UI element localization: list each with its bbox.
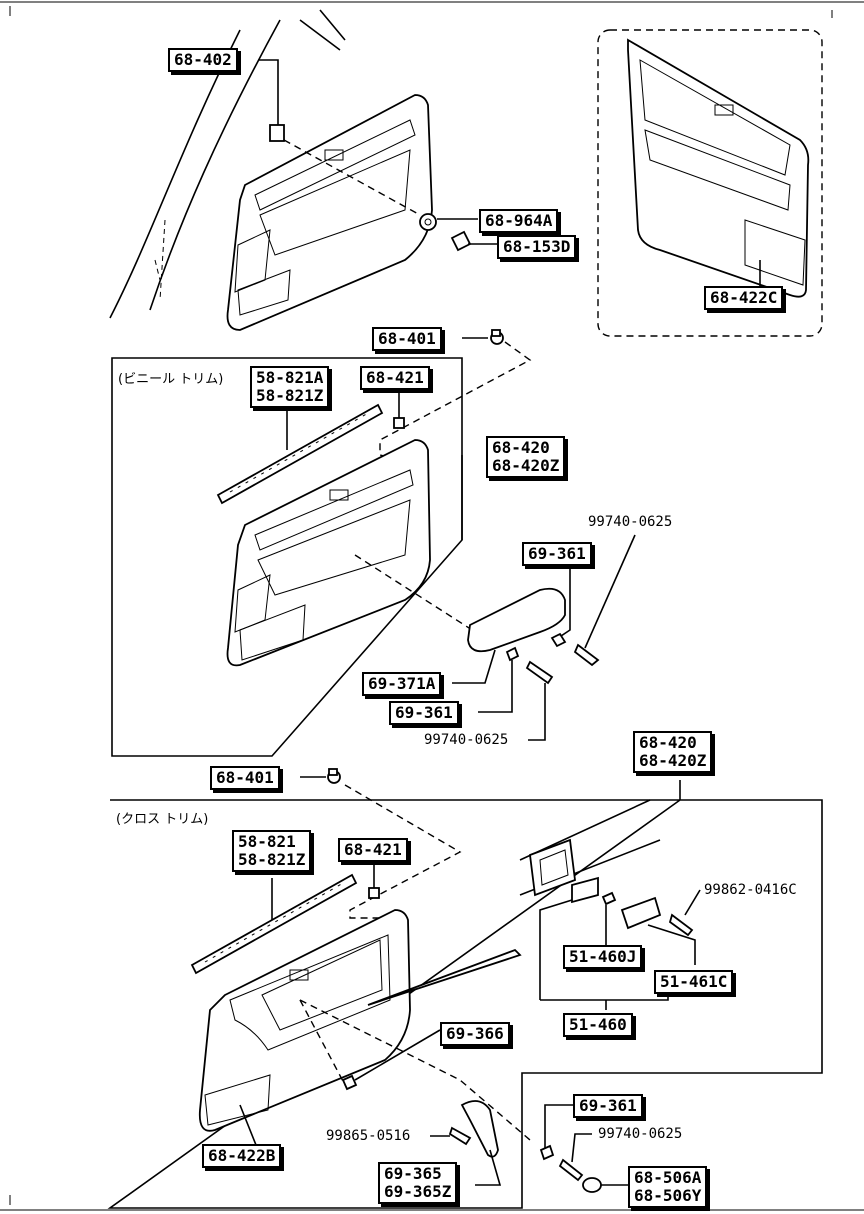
- cap-69-361-b: [505, 646, 520, 662]
- screw-99862: [668, 913, 694, 937]
- label-68-153d: 68-153D: [497, 235, 577, 259]
- label-69-371a: 69-371A: [362, 672, 442, 696]
- alt-panel-box: [597, 29, 823, 337]
- label-68-421-mid: 68-421: [338, 838, 408, 862]
- label-99862: 99862-0416C: [704, 882, 797, 898]
- vinyl-trim-group-outline: [111, 357, 463, 757]
- armrest-69-371a: [467, 587, 566, 653]
- clip-small-51-460: [601, 891, 617, 906]
- label-68-421-top: 68-421: [360, 366, 430, 390]
- grommet-68-964a: [419, 213, 437, 231]
- screw-68-153d: [450, 230, 472, 252]
- clip-68-421-mid: [368, 887, 380, 899]
- screw-99740-b: [525, 660, 554, 685]
- bezel-51-461c: [620, 896, 662, 930]
- bezel-51-460j: [571, 876, 599, 904]
- label-68-422b: 68-422B: [202, 1144, 282, 1168]
- label-68-422c: 68-422C: [704, 286, 784, 310]
- label-51-460: 51-460: [563, 1013, 633, 1037]
- pull-handle-69-365: [460, 1100, 499, 1158]
- door-inner-panel-detail: [519, 799, 661, 897]
- screw-99865: [448, 1126, 472, 1146]
- label-99740-b: 99740-0625: [424, 732, 509, 748]
- label-68-402: 68-402: [168, 48, 238, 72]
- label-69-361-b: 69-361: [389, 701, 459, 725]
- clip-68-421-top: [393, 417, 405, 429]
- clip-68-401-mid: [327, 768, 341, 784]
- label-69-361-a: 69-361: [522, 542, 592, 566]
- door-trim-panel-alt: [627, 38, 810, 298]
- label-69-361-c: 69-361: [573, 1094, 643, 1118]
- door-outline-top: [109, 9, 346, 319]
- clip-68-401-top: [490, 329, 504, 345]
- cloth-trim-group-outline: [107, 780, 823, 1209]
- cap-68-506a: [582, 1177, 602, 1193]
- caption-cloth-trim: (クロス トリム): [116, 812, 209, 827]
- weatherstrip-58-821a: [216, 403, 384, 505]
- screw-99740-c: [558, 1158, 584, 1182]
- weatherstrip-58-821: [190, 873, 358, 975]
- door-trim-panel-cloth: [198, 909, 411, 1132]
- label-68-964a: 68-964A: [479, 209, 559, 233]
- label-99740-a: 99740-0625: [588, 514, 673, 530]
- screw-99740-a: [573, 643, 600, 667]
- door-trim-panel-vinyl: [226, 439, 431, 667]
- label-68-401-top: 68-401: [372, 327, 442, 351]
- label-69-366: 69-366: [440, 1022, 510, 1046]
- label-68-401-mid: 68-401: [210, 766, 280, 790]
- label-51-460j: 51-460J: [563, 945, 643, 969]
- label-99740-c: 99740-0625: [598, 1126, 683, 1142]
- label-51-461c: 51-461C: [654, 970, 734, 994]
- cap-69-366: [341, 1074, 358, 1091]
- clip-68-402: [269, 124, 285, 142]
- door-trim-panel-top: [226, 94, 433, 331]
- cap-69-361-c: [539, 1144, 555, 1161]
- cap-69-361-a: [550, 632, 567, 648]
- label-99865: 99865-0516: [326, 1128, 411, 1144]
- caption-vinyl-trim: (ビニール トリム): [118, 372, 224, 387]
